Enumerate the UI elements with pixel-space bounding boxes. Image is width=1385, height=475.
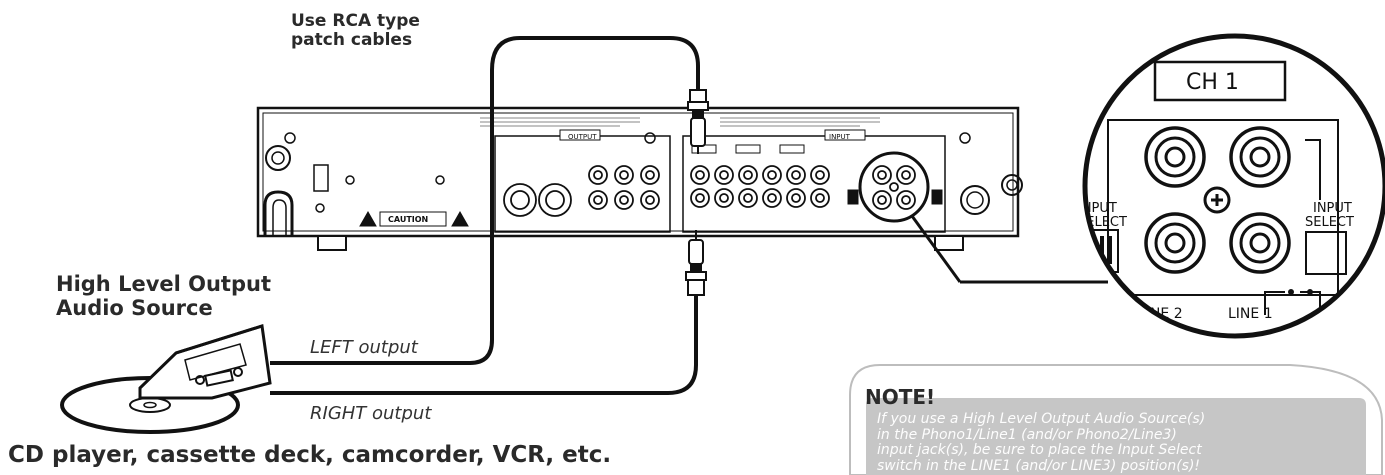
- devices-caption: CD player, cassette deck, camcorder, VCR…: [8, 442, 612, 468]
- left-output-cable: [270, 36, 700, 365]
- caution-label: CAUTION: [388, 215, 428, 224]
- right-output-label: RIGHT output: [310, 403, 432, 424]
- note-body: If you use a High Level Output Audio Sou…: [877, 411, 1347, 474]
- rca-plug-bottom: [685, 230, 707, 296]
- input-select-left-1: INPUT: [1078, 201, 1117, 216]
- input-select-right-1: INPUT: [1313, 201, 1352, 216]
- left-output-label: LEFT output: [310, 337, 418, 358]
- input-section-label: INPUT: [829, 133, 851, 141]
- input-select-left-2: SELECT: [1078, 215, 1127, 230]
- note-body-box: [866, 405, 1366, 475]
- audio-source-title-line1: High Level Output: [56, 272, 271, 296]
- note-line-2: in the Phono1/Line1 (and/or Phono2/Line3…: [877, 426, 1177, 443]
- note-title: NOTE!: [865, 385, 936, 409]
- zoom-connector-line-a: [910, 215, 962, 283]
- amplifier-rear-panel: [256, 106, 1023, 251]
- input-select-right-2: SELECT: [1305, 215, 1354, 230]
- output-section-label: OUTPUT: [568, 133, 597, 141]
- note-line-1: If you use a High Level Output Audio Sou…: [877, 411, 1206, 427]
- channel-label: CH 1: [1186, 70, 1239, 95]
- note-line-3: input jack(s), be sure to place the Inpu…: [877, 442, 1202, 458]
- right-output-cable: [270, 295, 698, 395]
- cable-caption: Use RCA type patch cables: [291, 12, 420, 50]
- zoom-circle: [1082, 33, 1385, 339]
- note-line-4: switch in the LINE1 (and/or LINE3) posit…: [877, 457, 1201, 474]
- cable-caption-line2: patch cables: [291, 30, 413, 50]
- jack-highlight-circle: [858, 151, 930, 223]
- cable-caption-line1: Use RCA type: [291, 11, 420, 31]
- audio-source-title-line2: Audio Source: [56, 296, 213, 320]
- audio-source-title: High Level Output Audio Source: [56, 272, 271, 320]
- rca-plug-top: [687, 89, 709, 154]
- line1-label: LINE 1: [1228, 306, 1273, 322]
- zoom-view: CH 1 INPUT SELECT INPUT SELECT LINE 2 LI…: [1078, 36, 1385, 336]
- audio-source-device: [60, 324, 272, 434]
